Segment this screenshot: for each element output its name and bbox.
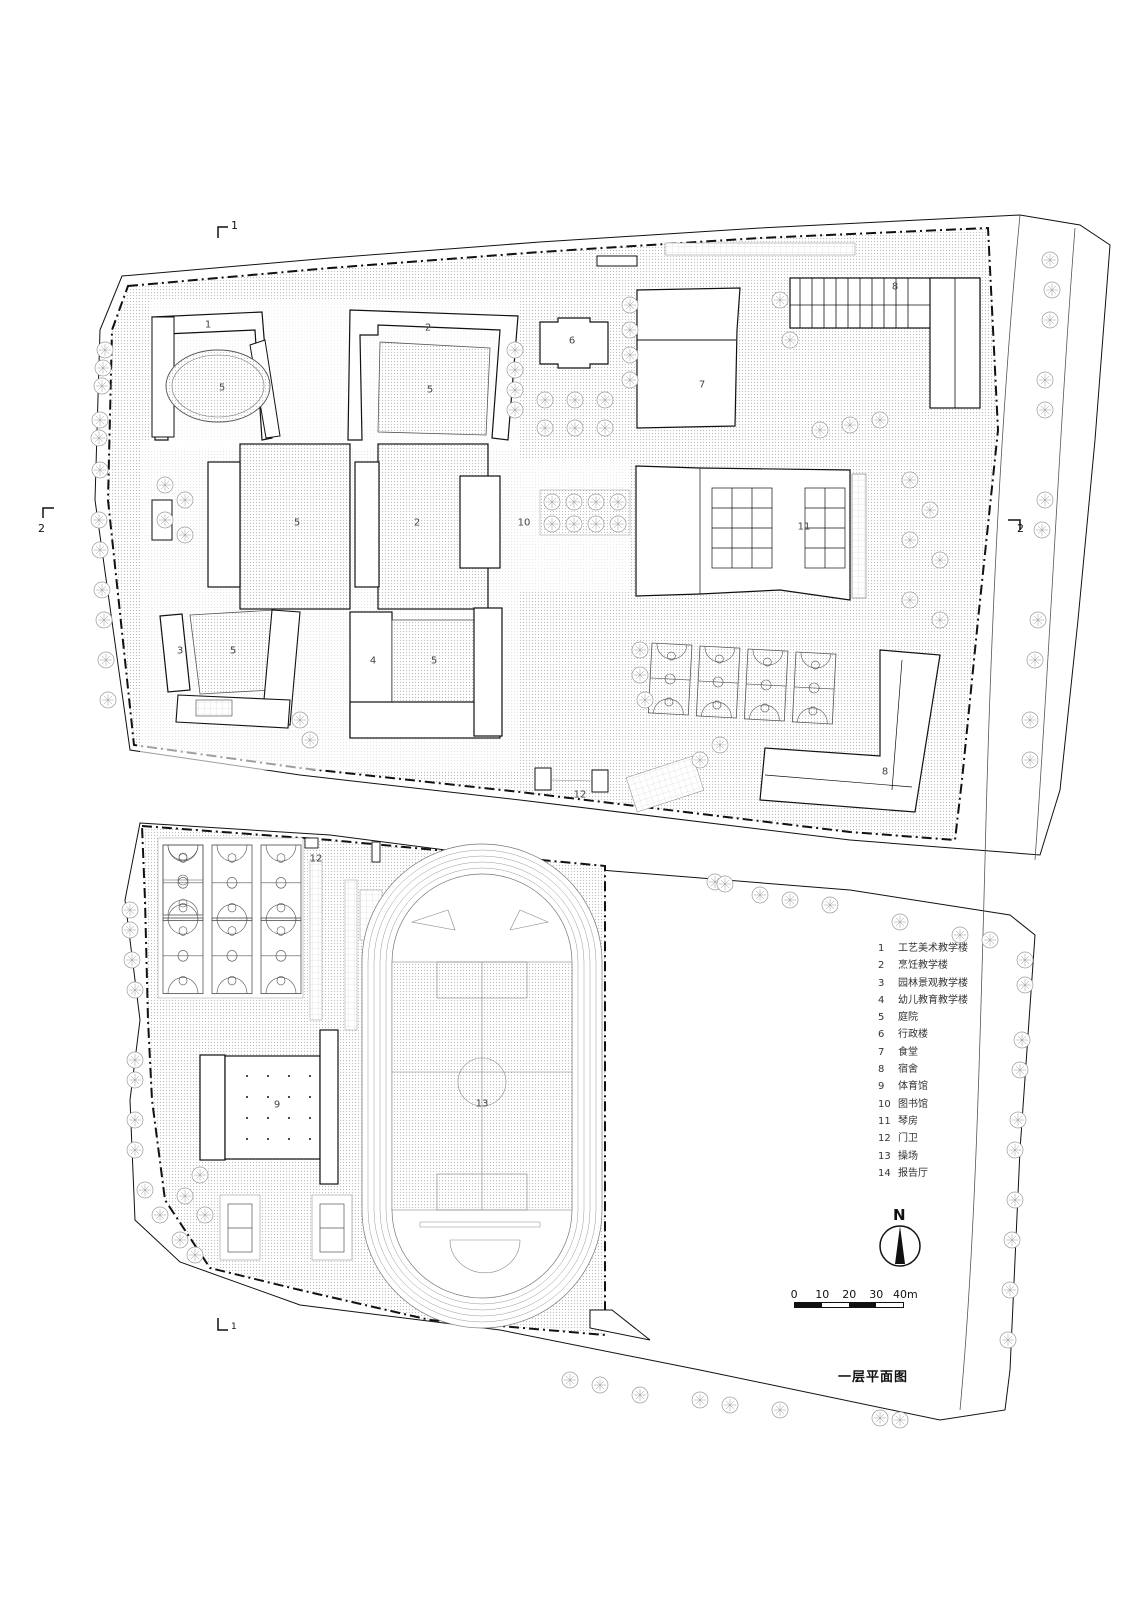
legend-item: 10 图书馆 [878,1096,968,1113]
legend-item-label: 行政楼 [898,1029,928,1041]
scale-tick-40: 40m [893,1288,918,1301]
legend-item-number: 12 [878,1133,891,1145]
south-campus [121,822,1036,1429]
building-number-label: 1 [204,319,212,331]
building-number-label: 5 [426,384,434,396]
building-number-label: 10 [517,517,531,529]
legend-item: 5 庭院 [878,1009,968,1026]
legend-item-label: 庭院 [898,1012,918,1024]
legend-item: 4 幼儿教育教学楼 [878,992,968,1009]
scale-bar: 0 10 20 30 40m [790,1288,920,1308]
legend-item: 9 体育馆 [878,1078,968,1095]
legend-item-number: 6 [878,1029,885,1041]
legend-item: 3 园林景观教学楼 [878,975,968,992]
building-number-label: 5 [229,645,237,657]
legend-item-label: 宿舍 [898,1064,918,1076]
legend-item-number: 11 [878,1115,891,1127]
legend-item-number: 9 [878,1081,885,1093]
legend-item-label: 烹饪教学楼 [898,960,948,972]
legend-item: 11 琴房 [878,1113,968,1130]
legend-item-label: 图书馆 [898,1098,928,1110]
legend-item: 2 烹饪教学楼 [878,957,968,974]
section-marker-1-bottom: 1 [231,1322,237,1332]
section-marker-lines [42,226,1021,1331]
building-number-label: 4 [369,655,377,667]
building-number-label: 2 [424,322,432,334]
building-number-label: 12 [573,789,587,801]
legend-item-label: 食堂 [898,1046,918,1058]
legend-item-label: 幼儿教育教学楼 [898,994,968,1006]
scale-tick-10: 10 [815,1288,830,1301]
legend-item: 13 操场 [878,1148,968,1165]
building-number-label: 12 [309,853,323,865]
building-number-label: 5 [293,517,301,529]
building-number-label: 8 [881,766,889,778]
legend-item: 6 行政楼 [878,1026,968,1043]
north-campus [90,214,1111,861]
legend-item-label: 操场 [898,1150,918,1162]
legend-item-number: 7 [878,1046,885,1058]
building-number-label: 3 [176,645,184,657]
legend-item-label: 门卫 [898,1133,918,1145]
legend-item-number: 13 [878,1150,891,1162]
legend-item: 7 食堂 [878,1044,968,1061]
north-label: N [893,1206,906,1224]
drawing-title: 一层平面图 [838,1370,909,1385]
legend-item-number: 3 [878,977,885,989]
legend-item: 8 宿舍 [878,1061,968,1078]
building-number-label: 9 [273,1099,281,1111]
section-marker-1-top: 1 [231,219,238,232]
legend-item: 12 门卫 [878,1130,968,1147]
scale-tick-20: 20 [842,1288,857,1301]
legend-item: 1 工艺美术教学楼 [878,940,968,957]
scale-tick-0: 0 [790,1288,798,1301]
legend-item: 14 报告厅 [878,1165,968,1182]
legend-item-label: 琴房 [898,1115,918,1127]
building-number-label: 7 [698,379,706,391]
legend-item-label: 体育馆 [898,1081,928,1093]
legend-item-number: 4 [878,994,885,1006]
section-marker-2-right: 2 [1017,522,1024,535]
building-number-label: 13 [475,1098,489,1110]
building-number-label: 11 [797,521,811,533]
building-number-label: 8 [891,281,899,293]
legend-item-number: 2 [878,960,885,972]
legend-item-number: 5 [878,1012,885,1024]
legend-item-number: 8 [878,1064,885,1076]
legend-item-label: 报告厅 [898,1167,928,1179]
section-marker-2-left: 2 [38,522,45,535]
building-number-label: 5 [430,655,438,667]
building-number-label: 2 [413,517,421,529]
legend-item-label: 工艺美术教学楼 [898,943,968,954]
north-arrow-icon [879,1225,921,1267]
scale-tick-30: 30 [869,1288,884,1301]
building-number-label: 5 [218,382,226,394]
legend-item-label: 园林景观教学楼 [898,977,968,989]
legend-item-number: 10 [878,1098,891,1110]
building-number-label: 6 [568,335,576,347]
scale-bar-graphic [794,1302,904,1308]
legend-item-number: 14 [878,1167,891,1179]
legend-item-number: 1 [878,943,885,954]
legend: 1 工艺美术教学楼 2 烹饪教学楼 3 园林景观教学楼 4 幼儿教育教学楼 5 庭院 6 行政楼 7 食堂… [878,940,968,1182]
